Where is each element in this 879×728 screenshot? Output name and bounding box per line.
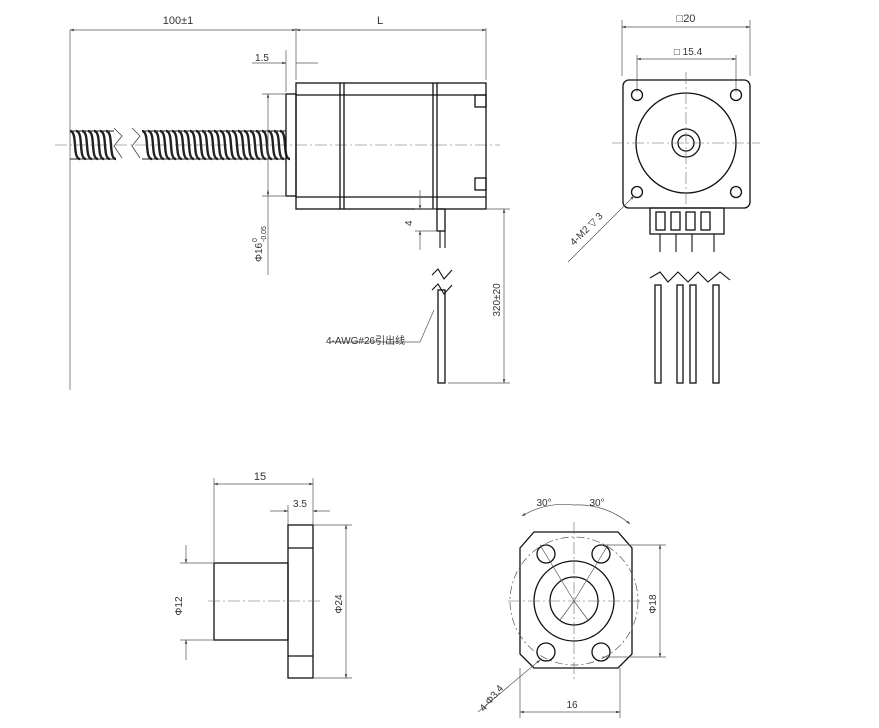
thread-coil xyxy=(141,129,153,161)
thread-coil xyxy=(69,129,81,161)
wire-break-symbol xyxy=(649,271,731,283)
angle-ray xyxy=(539,544,575,602)
thread-coil xyxy=(165,129,177,161)
thread-coil xyxy=(105,129,117,161)
connector-pin xyxy=(700,211,711,231)
thread-coil xyxy=(243,129,255,161)
flange-hole xyxy=(536,544,556,564)
nut-body xyxy=(213,562,289,641)
connector-pin xyxy=(670,211,681,231)
dim-inner-square-label: □ 15.4 xyxy=(674,47,703,58)
bore-tick xyxy=(559,600,575,621)
lead-wire-end xyxy=(654,284,662,384)
lead-wire-note: 4-AWG#26引出线 xyxy=(326,334,405,347)
dim-flange-dia-label: Φ24 xyxy=(334,594,345,614)
nut-flange-outline xyxy=(519,531,633,669)
thread-coil xyxy=(87,129,99,161)
dim-outer-square-label: □20 xyxy=(677,13,696,25)
thread-coil xyxy=(147,129,159,161)
motor-body xyxy=(295,82,487,210)
thread-coil xyxy=(213,129,225,161)
angle-ray xyxy=(573,544,609,602)
thread-coil xyxy=(261,129,273,161)
thread-coil xyxy=(255,129,267,161)
dim-length-body-label: L xyxy=(377,15,383,27)
dim-length-total-label: 100±1 xyxy=(163,15,194,27)
thread-coil xyxy=(81,129,93,161)
thread-coil xyxy=(237,129,249,161)
thread-coil xyxy=(189,129,201,161)
thread-coil xyxy=(201,129,213,161)
svg-text:0: 0 xyxy=(252,238,259,242)
leader-line xyxy=(567,195,635,263)
nut-front-view: 30° 30° Φ18 16 4-Φ3.4 xyxy=(477,498,666,718)
mount-hole xyxy=(630,88,644,102)
thread-coil xyxy=(75,129,87,161)
lead-wire-end xyxy=(676,284,684,384)
motor-side-view: 100±1 L 1.5 Φ16 0 - xyxy=(55,15,510,390)
screw-break-symbol xyxy=(113,127,123,159)
connector xyxy=(649,207,725,235)
holes-note: 4-Φ3.4 xyxy=(478,683,506,714)
thread-coil xyxy=(231,129,243,161)
flange-hole xyxy=(591,544,611,564)
flange-hole xyxy=(536,642,556,662)
wire-exit xyxy=(436,208,446,232)
thread-coil xyxy=(171,129,183,161)
dim-angle-left-label: 30° xyxy=(536,498,551,509)
dim-flange-label: 1.5 xyxy=(255,53,269,64)
thread-coil xyxy=(153,129,165,161)
thread-coil xyxy=(177,129,189,161)
thread-coil xyxy=(273,129,285,161)
screw-break-symbol xyxy=(131,127,141,159)
thread-coil xyxy=(159,129,171,161)
svg-text:Φ16: Φ16 xyxy=(254,242,265,262)
dim-hole-pcd-label: Φ18 xyxy=(648,594,659,614)
connector-pin xyxy=(655,211,666,231)
end-cap-notch xyxy=(474,94,487,108)
bore-tick xyxy=(573,600,589,621)
thread-coil xyxy=(195,129,207,161)
mount-hole xyxy=(729,185,743,199)
thread-coil xyxy=(207,129,219,161)
mount-hole xyxy=(729,88,743,102)
flange-hole xyxy=(591,642,611,662)
mount-hole xyxy=(630,185,644,199)
leader-line xyxy=(477,659,541,713)
dim-flange-thickness-label: 3.5 xyxy=(293,499,307,510)
angle-arc xyxy=(521,504,575,517)
thread-coil xyxy=(249,129,261,161)
lead-wire-end xyxy=(689,284,697,384)
dim-wire-offset-label: 4 xyxy=(404,220,415,226)
thread-coil xyxy=(219,129,231,161)
dim-lead-length-label: 320±20 xyxy=(492,283,503,317)
thread-coil xyxy=(225,129,237,161)
nut-side-view: 15 3.5 Φ12 Φ24 xyxy=(174,471,352,679)
connector-pin xyxy=(685,211,696,231)
angle-arc xyxy=(573,504,631,525)
thread-coil xyxy=(93,129,105,161)
motor-end-view: □20 □ 15.4 4-M2 ▽ 3 xyxy=(567,13,760,384)
wire-break-symbol xyxy=(431,283,453,295)
svg-text:-0.05: -0.05 xyxy=(261,226,268,242)
dim-boss-dia-label: Φ16 0 -0.05 xyxy=(252,226,268,262)
lead-screw xyxy=(69,127,291,161)
leader-line xyxy=(419,309,435,343)
dim-body-dia-label: Φ12 xyxy=(174,596,185,616)
end-cap-notch xyxy=(474,177,487,191)
thread-coil xyxy=(279,129,291,161)
nut-flange xyxy=(287,524,314,679)
thread-coil xyxy=(99,129,111,161)
wire-break-symbol xyxy=(431,268,453,280)
dim-nut-length-label: 15 xyxy=(254,471,266,483)
dim-hole-spacing-label: 16 xyxy=(566,700,578,711)
lead-wire-end xyxy=(712,284,720,384)
dim-angle-right-label: 30° xyxy=(589,498,604,509)
lead-wire-end xyxy=(437,289,446,384)
thread-coil xyxy=(183,129,195,161)
thread-coil xyxy=(267,129,279,161)
